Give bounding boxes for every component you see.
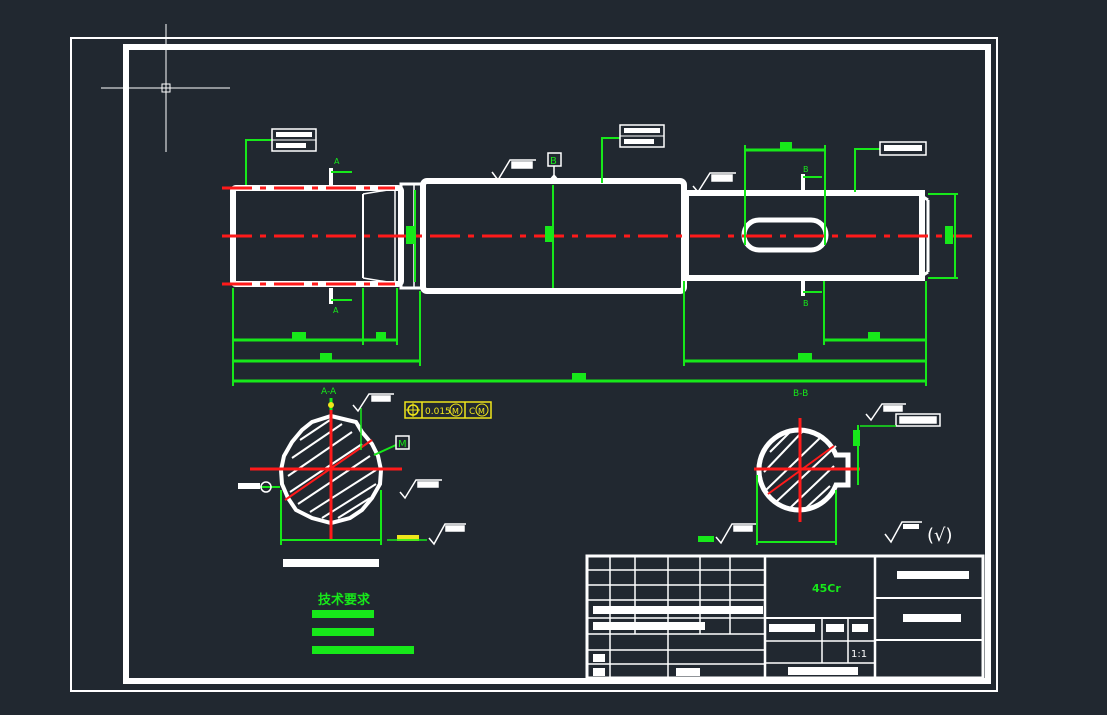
tolerance-frames-main bbox=[271, 124, 927, 156]
general-roughness-symbol: (√) bbox=[884, 521, 953, 546]
svg-text:(√): (√) bbox=[927, 525, 953, 546]
svg-text:B-B: B-B bbox=[793, 389, 808, 399]
svg-text:B: B bbox=[803, 299, 809, 308]
dimensions-main bbox=[232, 137, 958, 386]
svg-text:M: M bbox=[478, 407, 485, 416]
svg-text:B: B bbox=[550, 156, 557, 167]
svg-text:A: A bbox=[333, 306, 339, 315]
centerlines-main bbox=[222, 186, 972, 286]
svg-text:A-A: A-A bbox=[321, 387, 337, 397]
svg-text:B: B bbox=[803, 165, 809, 174]
roughness-symbols-main bbox=[491, 159, 736, 194]
svg-text:1:1: 1:1 bbox=[851, 649, 867, 660]
cut-mark-labels: A A B B bbox=[333, 157, 809, 315]
svg-text:45Cr: 45Cr bbox=[812, 582, 841, 595]
title-block-text: 45Cr 1:1 bbox=[593, 571, 969, 676]
crosshair-cursor[interactable] bbox=[101, 24, 230, 152]
svg-text:M: M bbox=[452, 407, 459, 416]
sheet-inner-border bbox=[123, 44, 991, 684]
svg-text:C: C bbox=[469, 407, 475, 417]
svg-text:技术要求: 技术要求 bbox=[318, 592, 371, 608]
svg-text:M: M bbox=[398, 439, 407, 450]
section-b-b: B-B bbox=[698, 389, 941, 545]
title-block bbox=[585, 554, 985, 680]
position-tolerance-frame: 0.015 M C M bbox=[404, 401, 492, 419]
svg-text:A: A bbox=[334, 157, 340, 166]
technical-requirements: 技术要求 bbox=[312, 592, 414, 654]
datum-b-marker: B bbox=[547, 152, 562, 181]
sheet-outer-border bbox=[70, 37, 998, 692]
svg-text:0.015: 0.015 bbox=[425, 407, 451, 417]
section-a-a: A-A M bbox=[238, 387, 466, 567]
